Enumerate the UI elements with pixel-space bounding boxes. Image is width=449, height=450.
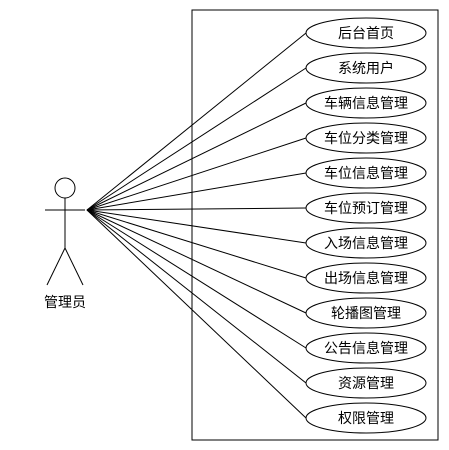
use-case-label: 后台首页 [338, 26, 394, 42]
use-case-label: 出场信息管理 [324, 270, 408, 287]
use-case-ellipse [305, 122, 427, 154]
use-case: 资源管理 [305, 367, 427, 399]
use-case-label: 系统用户 [338, 60, 394, 77]
use-case: 系统用户 [305, 52, 427, 84]
use-case-label: 公告信息管理 [324, 340, 408, 357]
system-boundary [191, 9, 439, 441]
association-line [86, 209, 307, 279]
actor-left-leg [46, 247, 66, 286]
association-line [86, 172, 307, 211]
actor-right-leg [64, 247, 84, 286]
use-case-ellipse [305, 192, 427, 224]
use-case: 公告信息管理 [305, 332, 427, 364]
use-case: 出场信息管理 [305, 262, 427, 294]
use-case: 轮播图管理 [305, 297, 427, 329]
use-case-label: 车位信息管理 [324, 165, 408, 182]
association-line [86, 67, 307, 211]
association-line [86, 209, 307, 349]
actor-label: 管理员 [44, 295, 86, 311]
use-case-ellipse [305, 52, 427, 84]
use-case-label: 车位分类管理 [324, 130, 408, 147]
association-line [86, 209, 307, 314]
use-case-label: 轮播图管理 [331, 306, 401, 322]
use-case-ellipse [305, 402, 427, 434]
use-case-ellipse [305, 87, 427, 119]
association-line [86, 32, 307, 211]
actor-head [54, 177, 76, 199]
use-case-ellipse [305, 297, 427, 329]
use-case: 车位预订管理 [305, 192, 427, 224]
association-line [86, 209, 307, 244]
use-case: 入场信息管理 [305, 227, 427, 259]
association-line [86, 137, 307, 211]
use-case: 车辆信息管理 [305, 87, 427, 119]
use-case-label: 资源管理 [338, 376, 394, 392]
use-case-label: 权限管理 [338, 411, 394, 427]
use-case-ellipse [305, 227, 427, 259]
use-case-label: 车辆信息管理 [324, 95, 408, 112]
use-case: 车位信息管理 [305, 157, 427, 189]
use-case-group: 后台首页系统用户车辆信息管理车位分类管理车位信息管理车位预订管理入场信息管理出场… [305, 17, 427, 434]
use-case: 权限管理 [305, 402, 427, 434]
use-case-ellipse [305, 17, 427, 49]
use-case-ellipse [305, 367, 427, 399]
association-lines [86, 32, 307, 419]
use-case-ellipse [305, 262, 427, 294]
association-line [86, 207, 307, 211]
use-case: 后台首页 [305, 17, 427, 49]
use-case: 车位分类管理 [305, 122, 427, 154]
use-case-label: 入场信息管理 [324, 235, 408, 252]
actor: 管理员 [44, 177, 86, 311]
association-line [86, 102, 307, 211]
association-line [86, 209, 307, 419]
use-case-ellipse [305, 332, 427, 364]
association-line [86, 209, 307, 384]
use-case-label: 车位预订管理 [324, 200, 408, 217]
use-case-ellipse [305, 157, 427, 189]
